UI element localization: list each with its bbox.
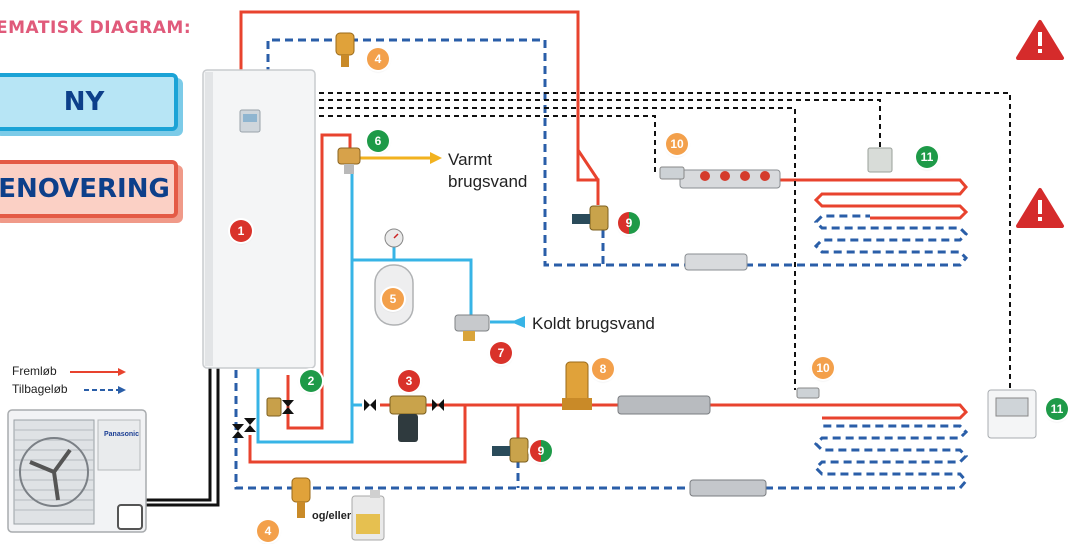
brand-label: Panasonic <box>104 431 139 438</box>
badge-2: 2 <box>300 370 322 392</box>
room-thermostat[interactable] <box>867 147 893 173</box>
filling-valve[interactable] <box>266 397 282 417</box>
remote-controller[interactable] <box>987 389 1037 439</box>
inhibitor-canister[interactable] <box>351 490 385 541</box>
dirt-separator[interactable] <box>389 395 427 442</box>
badge-8: 8 <box>592 358 614 380</box>
hot-water-label-1: Varmt <box>448 150 493 169</box>
air-separator[interactable] <box>562 361 592 410</box>
badge-3: 3 <box>398 370 420 392</box>
magnetic-filter-top[interactable] <box>335 32 355 67</box>
mixing-shunt-lower[interactable] <box>492 437 529 463</box>
manifold-lower-return[interactable] <box>689 479 767 497</box>
magnetic-filter-bottom[interactable] <box>291 477 311 518</box>
return-legend-arrow <box>118 386 126 394</box>
badge-4-top: 4 <box>367 48 389 70</box>
legend-return: Tilbageløb <box>12 382 68 396</box>
badge-7: 7 <box>490 342 512 364</box>
safety-valve-group[interactable] <box>454 314 490 341</box>
outdoor-cables <box>140 368 220 507</box>
and-or-label: og/eller <box>312 510 352 522</box>
cold-water-arrow <box>511 316 525 328</box>
badge-4-bottom: 4 <box>257 520 279 542</box>
badge-10-lower: 10 <box>812 357 834 379</box>
badge-10-upper: 10 <box>666 133 688 155</box>
badge-5: 5 <box>382 288 404 310</box>
badge-9-upper: 9 <box>618 212 640 234</box>
renovation-banner[interactable]: ENOVERING <box>0 160 178 218</box>
legend-flow: Fremløb <box>12 364 57 378</box>
shut-off-valves[interactable] <box>232 399 444 438</box>
actuator-upper[interactable] <box>659 166 685 180</box>
badge-11-upper: 11 <box>916 146 938 168</box>
indoor-unit[interactable] <box>202 69 316 369</box>
warning-icon <box>1016 20 1064 60</box>
hot-water-label-2: brugsvand <box>448 172 528 191</box>
badge-1: 1 <box>230 220 252 242</box>
page-title: EMATISK DIAGRAM: <box>0 18 192 38</box>
new-banner[interactable]: NY <box>0 73 178 131</box>
mixing-valve[interactable] <box>337 147 361 174</box>
flow-pipes <box>239 10 969 464</box>
badge-9-lower: 9 <box>530 440 552 462</box>
expansion-vessel[interactable] <box>374 228 414 326</box>
heat-pump-outdoor-unit[interactable] <box>7 409 147 533</box>
control-cables <box>310 92 1011 390</box>
manifold-upper-return[interactable] <box>684 253 748 271</box>
cold-water-label: Koldt brugsvand <box>532 314 655 333</box>
actuator-lower[interactable] <box>796 387 820 399</box>
flow-legend-arrow <box>118 368 126 376</box>
badge-11-lower: 11 <box>1046 398 1068 420</box>
return-pipes <box>234 38 969 490</box>
mixing-shunt-upper[interactable] <box>572 205 609 231</box>
warning-icon <box>1016 188 1064 228</box>
badge-6: 6 <box>367 130 389 152</box>
manifold-lower-flow[interactable] <box>617 395 711 415</box>
hot-water-arrow <box>430 152 442 164</box>
manifold-upper-flow[interactable] <box>679 169 781 189</box>
